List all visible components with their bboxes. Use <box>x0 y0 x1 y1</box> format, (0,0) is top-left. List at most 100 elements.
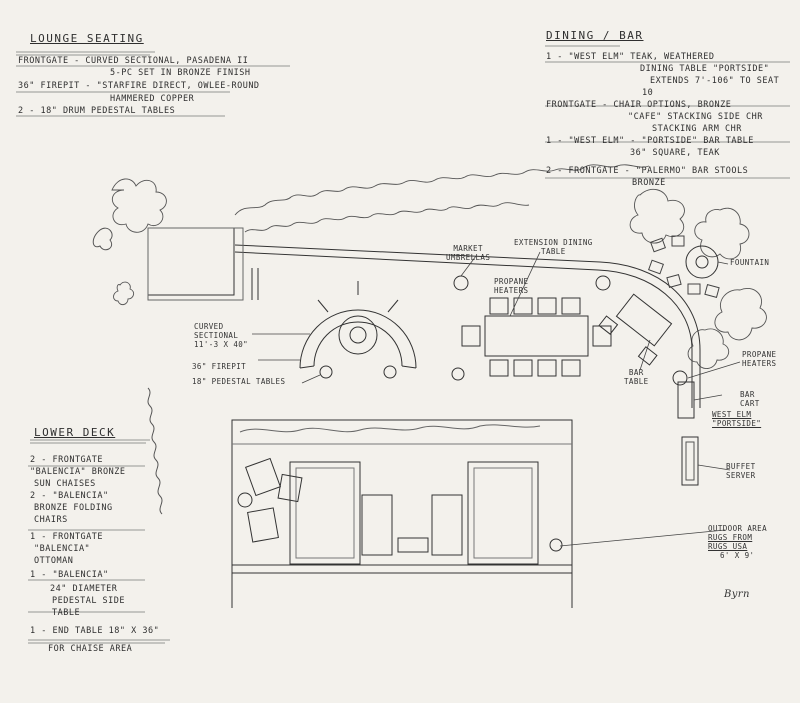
extension-dining-table <box>461 315 612 357</box>
bar-table-label: BAR TABLE <box>624 368 649 386</box>
dining-chair-top-4 <box>561 297 581 315</box>
dining-line: FRONTGATE - CHAIR OPTIONS, BRONZE <box>546 100 732 110</box>
pedestal-table-right <box>383 365 397 379</box>
dining-line: 10 <box>642 88 654 98</box>
stepping-stones <box>648 235 720 298</box>
label-line: CART <box>740 399 760 408</box>
firepit-label: 36" FIREPIT <box>192 362 247 371</box>
note-rules <box>16 45 790 644</box>
dining-chair-bottom-1 <box>489 359 509 377</box>
dining-line: BRONZE <box>632 178 666 188</box>
dining-line: STACKING ARM CHR <box>652 124 742 134</box>
propane-heaters-mid-label: PROPANE HEATERS <box>494 277 528 295</box>
lower-deck-line: FOR CHAISE AREA <box>48 644 133 654</box>
firepit <box>338 315 378 355</box>
propane-heaters-right-label: PROPANE HEATERS <box>742 350 776 368</box>
lower-deck-line: 1 - FRONTGATE <box>30 532 104 542</box>
dining-chair-bottom-2 <box>513 359 533 377</box>
dining-chair-top-1 <box>489 297 509 315</box>
dining-chair-bottom-4 <box>561 359 581 377</box>
bar-table <box>598 293 673 366</box>
buffet-server-label: BUFFET SERVER <box>726 462 756 480</box>
fountain-label: FOUNTAIN <box>730 258 770 267</box>
lounge-line: 5-PC SET IN BRONZE FINISH <box>110 68 251 78</box>
market-umbrellas-label: MARKET UMBRELLAS <box>446 244 490 262</box>
lower-deck-outline <box>231 419 573 608</box>
lounge-line: 2 - 18" DRUM PEDESTAL TABLES <box>18 106 176 116</box>
label-line: BUFFET <box>726 462 756 471</box>
label-line: PROPANE <box>494 277 529 286</box>
propane-heater-a <box>451 367 465 381</box>
dining-heading: DINING / BAR <box>546 29 644 42</box>
lower-deck-heading: LOWER DECK <box>34 426 116 439</box>
label-line: HEATERS <box>494 286 529 295</box>
dining-chair-top-2 <box>513 297 533 315</box>
dining-line: EXTENDS 7'-106" TO SEAT <box>650 76 780 86</box>
label-line: OUTDOOR AREA <box>708 524 767 533</box>
dining-line: DINING TABLE "PORTSIDE" <box>640 64 770 74</box>
leader-lines <box>252 251 741 547</box>
dining-line: 1 - "WEST ELM" TEAK, WEATHERED <box>546 52 715 62</box>
lower-deck-line: BRONZE FOLDING <box>34 503 113 513</box>
lower-deck-line: 1 - "BALENCIA" <box>30 570 109 580</box>
lower-deck-line: 2 - "BALENCIA" <box>30 491 109 501</box>
curved-sectional <box>299 281 417 369</box>
label-line: TABLE <box>624 377 649 386</box>
propane-heater-b <box>672 370 688 386</box>
dining-chair-bottom-3 <box>537 359 557 377</box>
lower-deck-line: TABLE <box>52 608 81 618</box>
market-umbrella-right <box>595 275 611 291</box>
extension-dining-label: EXTENSION DINING TABLE <box>514 238 593 256</box>
planting-mass <box>111 164 767 369</box>
dining-chair-top-3 <box>537 297 557 315</box>
outdoor-area-rugs-label: OUTDOOR AREA RUGS FROM RUGS USA 6' x 9' <box>708 524 767 560</box>
label-line: RUGS FROM <box>708 533 753 542</box>
lower-deck-chaises <box>237 457 563 552</box>
pedestal-table-left <box>319 365 333 379</box>
label-line: EXTENSION DINING <box>514 238 593 247</box>
curved-sectional-label: CURVED SECTIONAL 11'-3 x 40" <box>194 322 248 349</box>
bar-cart-label: BAR CART <box>740 390 760 408</box>
dining-line: 1 - "WEST ELM" - "PORTSIDE" BAR TABLE <box>546 136 754 146</box>
label-line: WEST ELM <box>712 410 752 419</box>
lower-deck-line: PEDESTAL SIDE <box>52 596 126 606</box>
lower-deck-line: "BALENCIA" <box>34 544 91 554</box>
label-line: 6' x 9' <box>720 551 755 560</box>
label-line: BAR <box>628 368 644 377</box>
lounge-line: FRONTGATE - CURVED SECTIONAL, PASADENA I… <box>18 56 249 66</box>
lower-deck-line: SUN CHAISES <box>34 479 96 489</box>
dining-line: 2 - FRONTGATE - "PALERMO" BAR STOOLS <box>546 166 749 176</box>
upper-deck-outline <box>147 227 701 408</box>
dining-line: "CAFE" STACKING SIDE CHR <box>628 112 763 122</box>
bar-cart-brand-label: WEST ELM "PORTSIDE" <box>712 410 761 428</box>
pedestal-tables-label: 18" PEDESTAL TABLES <box>192 377 286 386</box>
left-planting <box>92 227 163 515</box>
lower-deck-line: 1 - END TABLE 18" x 36" <box>30 626 160 636</box>
label-line: RUGS USA <box>708 542 748 551</box>
lower-deck-line: 24" DIAMETER <box>50 584 118 594</box>
label-line: SERVER <box>726 471 756 480</box>
market-umbrella-left <box>453 275 469 291</box>
label-line: PROPANE <box>742 350 777 359</box>
label-line: 11'-3 x 40" <box>194 340 249 349</box>
label-line: BAR <box>740 390 755 399</box>
buffet-server <box>681 436 699 486</box>
lower-deck-line: 2 - FRONTGATE <box>30 455 104 465</box>
lower-deck-line: "BALENCIA" BRONZE <box>30 467 126 477</box>
lounge-line: 36" FIREPIT - "STARFIRE DIRECT, OWLEE-RO… <box>18 81 260 91</box>
dining-line: 36" SQUARE, TEAK <box>630 148 720 158</box>
lounge-line: HAMMERED COPPER <box>110 94 195 104</box>
lower-deck-line: OTTOMAN <box>34 556 74 566</box>
label-line: CURVED <box>194 322 224 331</box>
label-line: "PORTSIDE" <box>712 419 762 428</box>
label-line: MARKET <box>453 244 483 253</box>
label-line: HEATERS <box>742 359 777 368</box>
lounge-heading: LOUNGE SEATING <box>30 32 144 45</box>
designer-signature: Byrn <box>724 589 750 600</box>
label-line: UMBRELLAS <box>446 253 491 262</box>
label-line: TABLE <box>541 247 566 256</box>
label-line: SECTIONAL <box>194 331 239 340</box>
lower-deck-line: CHAIRS <box>34 515 68 525</box>
